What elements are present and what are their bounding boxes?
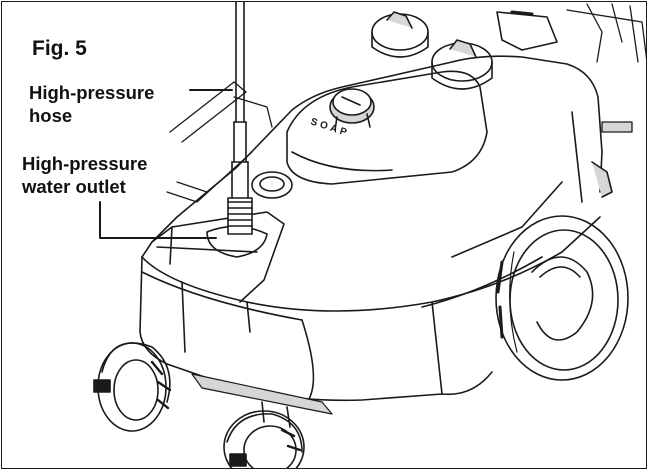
outlet-callout-line-2: water outlet <box>22 176 126 198</box>
front-left-wheel <box>93 342 172 432</box>
washer-body <box>139 55 603 428</box>
control-panel <box>286 70 488 185</box>
hose-callout: High-pressure hose <box>29 81 154 127</box>
rear-wheel <box>495 215 629 381</box>
hose-callout-line-1: High-pressure <box>29 82 155 103</box>
hose-callout-line-2: hose <box>29 105 73 127</box>
soap-knob <box>329 88 375 131</box>
callout-lines <box>99 89 233 239</box>
hose-holder <box>166 81 273 203</box>
outlet-recess <box>151 171 293 303</box>
outlet-callout: High-pressure water outlet <box>22 152 147 198</box>
rear-rack <box>566 3 646 133</box>
side-grip <box>591 161 613 198</box>
outlet-leader-line <box>99 201 217 239</box>
figure-title-text: Fig. 5 <box>32 37 87 60</box>
hose-assembly <box>227 2 253 235</box>
figure-title: Fig. 5 <box>32 36 87 62</box>
front-right-wheel <box>223 410 305 468</box>
rotary-controls <box>371 10 558 90</box>
outlet-callout-line-1: High-pressure <box>22 153 148 174</box>
